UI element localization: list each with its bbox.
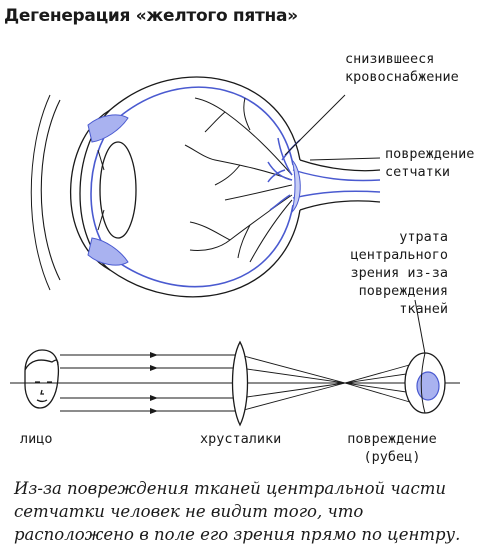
scar-spot: [416, 371, 440, 401]
choroid-layer: [90, 86, 294, 288]
optics-diagram: [10, 340, 460, 427]
face-icon: [24, 349, 60, 409]
optics-lens: [231, 340, 249, 427]
face-label: лицо: [20, 431, 53, 447]
retinal-vessels: [184, 97, 293, 263]
blood-supply-label: снизившееся кровоснабжение: [345, 51, 459, 85]
retina-damage-patch: [291, 158, 301, 214]
front-segment: [30, 94, 137, 291]
retina-damage-label: повреждение сетчатки: [385, 146, 475, 180]
eye-lens: [99, 141, 137, 239]
optic-nerve: [299, 159, 381, 172]
scarred-eye-icon: [404, 352, 446, 414]
eyeball-cross-section: [79, 76, 381, 298]
vision-loss-label: утрата центрального зрения из-за поврежд…: [350, 229, 448, 317]
diagram-title: Дегенерация «желтого пятна»: [4, 6, 298, 26]
sclera-outer: [79, 76, 301, 298]
lens-label: хрусталики: [200, 431, 282, 447]
scar-label: повреждение (рубец): [347, 431, 437, 465]
ciliary-body-upper: [87, 114, 129, 143]
optic-nerve-lower: [299, 200, 381, 211]
caption: Из-за повреждения тканей центральной час…: [14, 479, 461, 544]
ciliary-body-lower: [87, 237, 129, 266]
